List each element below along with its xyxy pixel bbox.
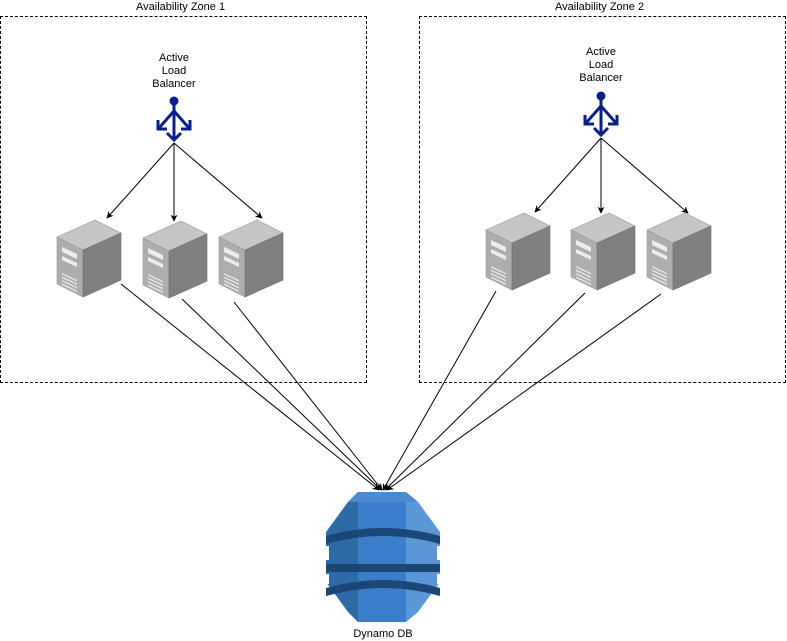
connection-server5-db [384,292,586,491]
connection-lb1-server3 [173,142,263,219]
connection-server2-db [181,298,382,491]
connection-server6-db [386,293,662,491]
connection-server1-db [120,283,380,491]
connection-lb2-server4 [534,137,602,213]
availability-zone-1-box [0,16,367,383]
server-6-icon[interactable] [646,212,712,291]
zone-1-load-balancer-label: Active Load Balancer [152,52,196,90]
zone-2-load-balancer-icon[interactable] [583,90,619,137]
server-1-icon[interactable] [56,219,122,298]
availability-zone-2-box [419,16,786,383]
connection-server4-db [382,290,497,491]
server-3-icon[interactable] [218,219,284,298]
server-2-icon[interactable] [142,220,208,299]
availability-zone-1-title: Availability Zone 1 [136,1,226,13]
availability-zone-2-title: Availability Zone 2 [555,1,645,13]
server-5-icon[interactable] [570,212,636,291]
connection-lb1-server1 [106,142,175,219]
dynamo-db-label: Dynamo DB [353,628,413,640]
server-4-icon[interactable] [485,212,551,291]
connection-lb2-server6 [600,137,689,214]
connection-server3-db [233,301,383,491]
dynamodb-icon[interactable] [325,492,441,622]
zone-1-load-balancer-icon[interactable] [156,95,192,142]
zone-2-load-balancer-label: Active Load Balancer [579,46,623,84]
